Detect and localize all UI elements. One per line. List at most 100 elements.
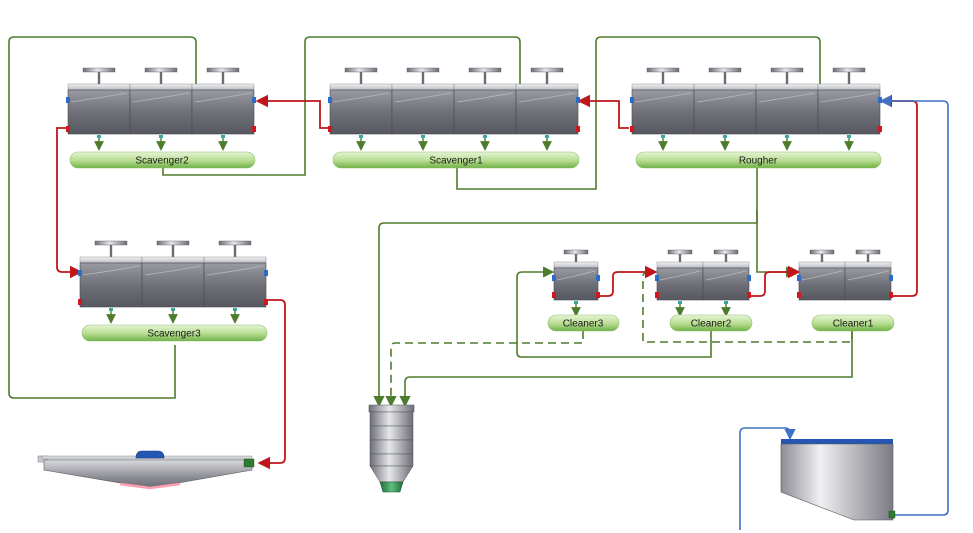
cell-bank-cleaner1[interactable] xyxy=(797,249,893,301)
froth-layer xyxy=(702,261,750,269)
concentrate-outlet-icon xyxy=(421,135,425,138)
tailings-port-icon xyxy=(655,292,659,298)
cell-bank-rougher[interactable] xyxy=(630,67,882,151)
tailings-port-icon xyxy=(797,292,801,298)
feed-port-icon xyxy=(797,275,801,281)
concentrate-lines xyxy=(8,36,853,408)
feed-port-icon xyxy=(596,275,600,281)
tailings-port-icon xyxy=(328,126,332,132)
bank-label-scavenger2[interactable]: Scavenger2 xyxy=(69,151,256,169)
tailings-port-icon xyxy=(747,292,751,298)
svg-text:Cleaner3: Cleaner3 xyxy=(563,319,604,330)
agitator-motor-icon xyxy=(206,67,240,73)
agitator-motor-icon xyxy=(855,249,881,255)
agitator-shaft-icon xyxy=(724,254,728,262)
bank-label-rougher[interactable]: Rougher xyxy=(635,151,882,169)
concentrate-outlet-icon xyxy=(847,135,851,138)
flotation-cell xyxy=(817,67,881,151)
agitator-motor-icon xyxy=(344,67,378,73)
cell-banks xyxy=(66,67,893,324)
feed-port-icon xyxy=(552,275,556,281)
concentrate-lines-dashed xyxy=(385,266,853,408)
froth-layer xyxy=(141,256,205,264)
conditioning-tank[interactable] xyxy=(780,439,896,521)
feed-port-icon xyxy=(630,97,634,103)
agitator-motor-icon xyxy=(667,249,693,255)
filter-table[interactable] xyxy=(37,450,255,490)
froth-layer xyxy=(631,83,695,91)
cell-body xyxy=(141,262,205,308)
agitator-shaft-icon xyxy=(109,245,113,257)
tailings-port-icon xyxy=(264,299,268,305)
cell-body xyxy=(391,89,455,135)
froth-layer xyxy=(191,83,255,91)
agitator-shaft-icon xyxy=(723,72,727,84)
svg-text:Cleaner1: Cleaner1 xyxy=(833,319,874,330)
concentrate-outlet-icon xyxy=(724,301,728,304)
cell-body xyxy=(329,89,393,135)
agitator-shaft-icon xyxy=(483,72,487,84)
bank-label-cleaner1[interactable]: Cleaner1 xyxy=(811,314,895,332)
froth-layer xyxy=(129,83,193,91)
cell-body xyxy=(693,89,757,135)
froth-layer xyxy=(329,83,393,91)
agitator-motor-icon xyxy=(144,67,178,73)
bank-label-cleaner3[interactable]: Cleaner3 xyxy=(547,314,620,332)
froth-layer xyxy=(553,261,599,269)
agitator-motor-icon xyxy=(530,67,564,73)
agitator-shaft-icon xyxy=(820,254,824,262)
agitator-shaft-icon xyxy=(545,72,549,84)
froth-layer xyxy=(67,83,131,91)
feed-port-icon xyxy=(78,270,82,276)
flotation-cell xyxy=(553,249,599,317)
concentrate-outlet-icon xyxy=(678,301,682,304)
froth-layer xyxy=(515,83,579,91)
thickener-hopper[interactable] xyxy=(368,404,415,493)
flotation-cell xyxy=(79,240,143,324)
froth-layer xyxy=(817,83,881,91)
agitator-motor-icon xyxy=(82,67,116,73)
tailings-port-icon xyxy=(630,126,634,132)
cell-body xyxy=(67,89,131,135)
agitator-motor-icon xyxy=(713,249,739,255)
svg-text:Scavenger3: Scavenger3 xyxy=(147,329,201,340)
feed-port-icon xyxy=(889,275,893,281)
froth-layer xyxy=(844,261,892,269)
cell-bank-scavenger2[interactable] xyxy=(66,67,256,151)
agitator-shaft-icon xyxy=(678,254,682,262)
cell-body xyxy=(515,89,579,135)
agitator-shaft-icon xyxy=(866,254,870,262)
concentrate-outlet-icon xyxy=(221,135,225,138)
feed-port-icon xyxy=(66,97,70,103)
cell-body xyxy=(129,89,193,135)
cell-body xyxy=(702,267,750,301)
cell-body xyxy=(553,267,599,301)
bank-label-scavenger3[interactable]: Scavenger3 xyxy=(81,324,268,342)
cell-bank-cleaner3[interactable] xyxy=(552,249,600,317)
bank-label-scavenger1[interactable]: Scavenger1 xyxy=(332,151,580,169)
tailings-port-icon xyxy=(78,299,82,305)
cell-body xyxy=(798,267,846,301)
flotation-cell xyxy=(844,249,892,301)
agitator-shaft-icon xyxy=(97,72,101,84)
cell-body xyxy=(79,262,143,308)
flotation-cell xyxy=(203,240,267,324)
bank-label-cleaner2[interactable]: Cleaner2 xyxy=(669,314,753,332)
cell-bank-scavenger1[interactable] xyxy=(328,67,580,151)
cell-bank-cleaner2[interactable] xyxy=(655,249,751,317)
agitator-motor-icon xyxy=(809,249,835,255)
concentrate-outlet-icon xyxy=(359,135,363,138)
feed-port-icon xyxy=(655,275,659,281)
feed-port-icon xyxy=(252,97,256,103)
cell-body xyxy=(755,89,819,135)
concentrate-outlet-icon xyxy=(233,308,237,311)
feed-port-icon xyxy=(328,97,332,103)
tailings-port-icon xyxy=(596,292,600,298)
cell-bank-scavenger3[interactable] xyxy=(78,240,268,324)
tailings-port-icon xyxy=(576,126,580,132)
agitator-motor-icon xyxy=(406,67,440,73)
froth-layer xyxy=(693,83,757,91)
cell-body xyxy=(203,262,267,308)
flotation-cell xyxy=(755,67,819,151)
